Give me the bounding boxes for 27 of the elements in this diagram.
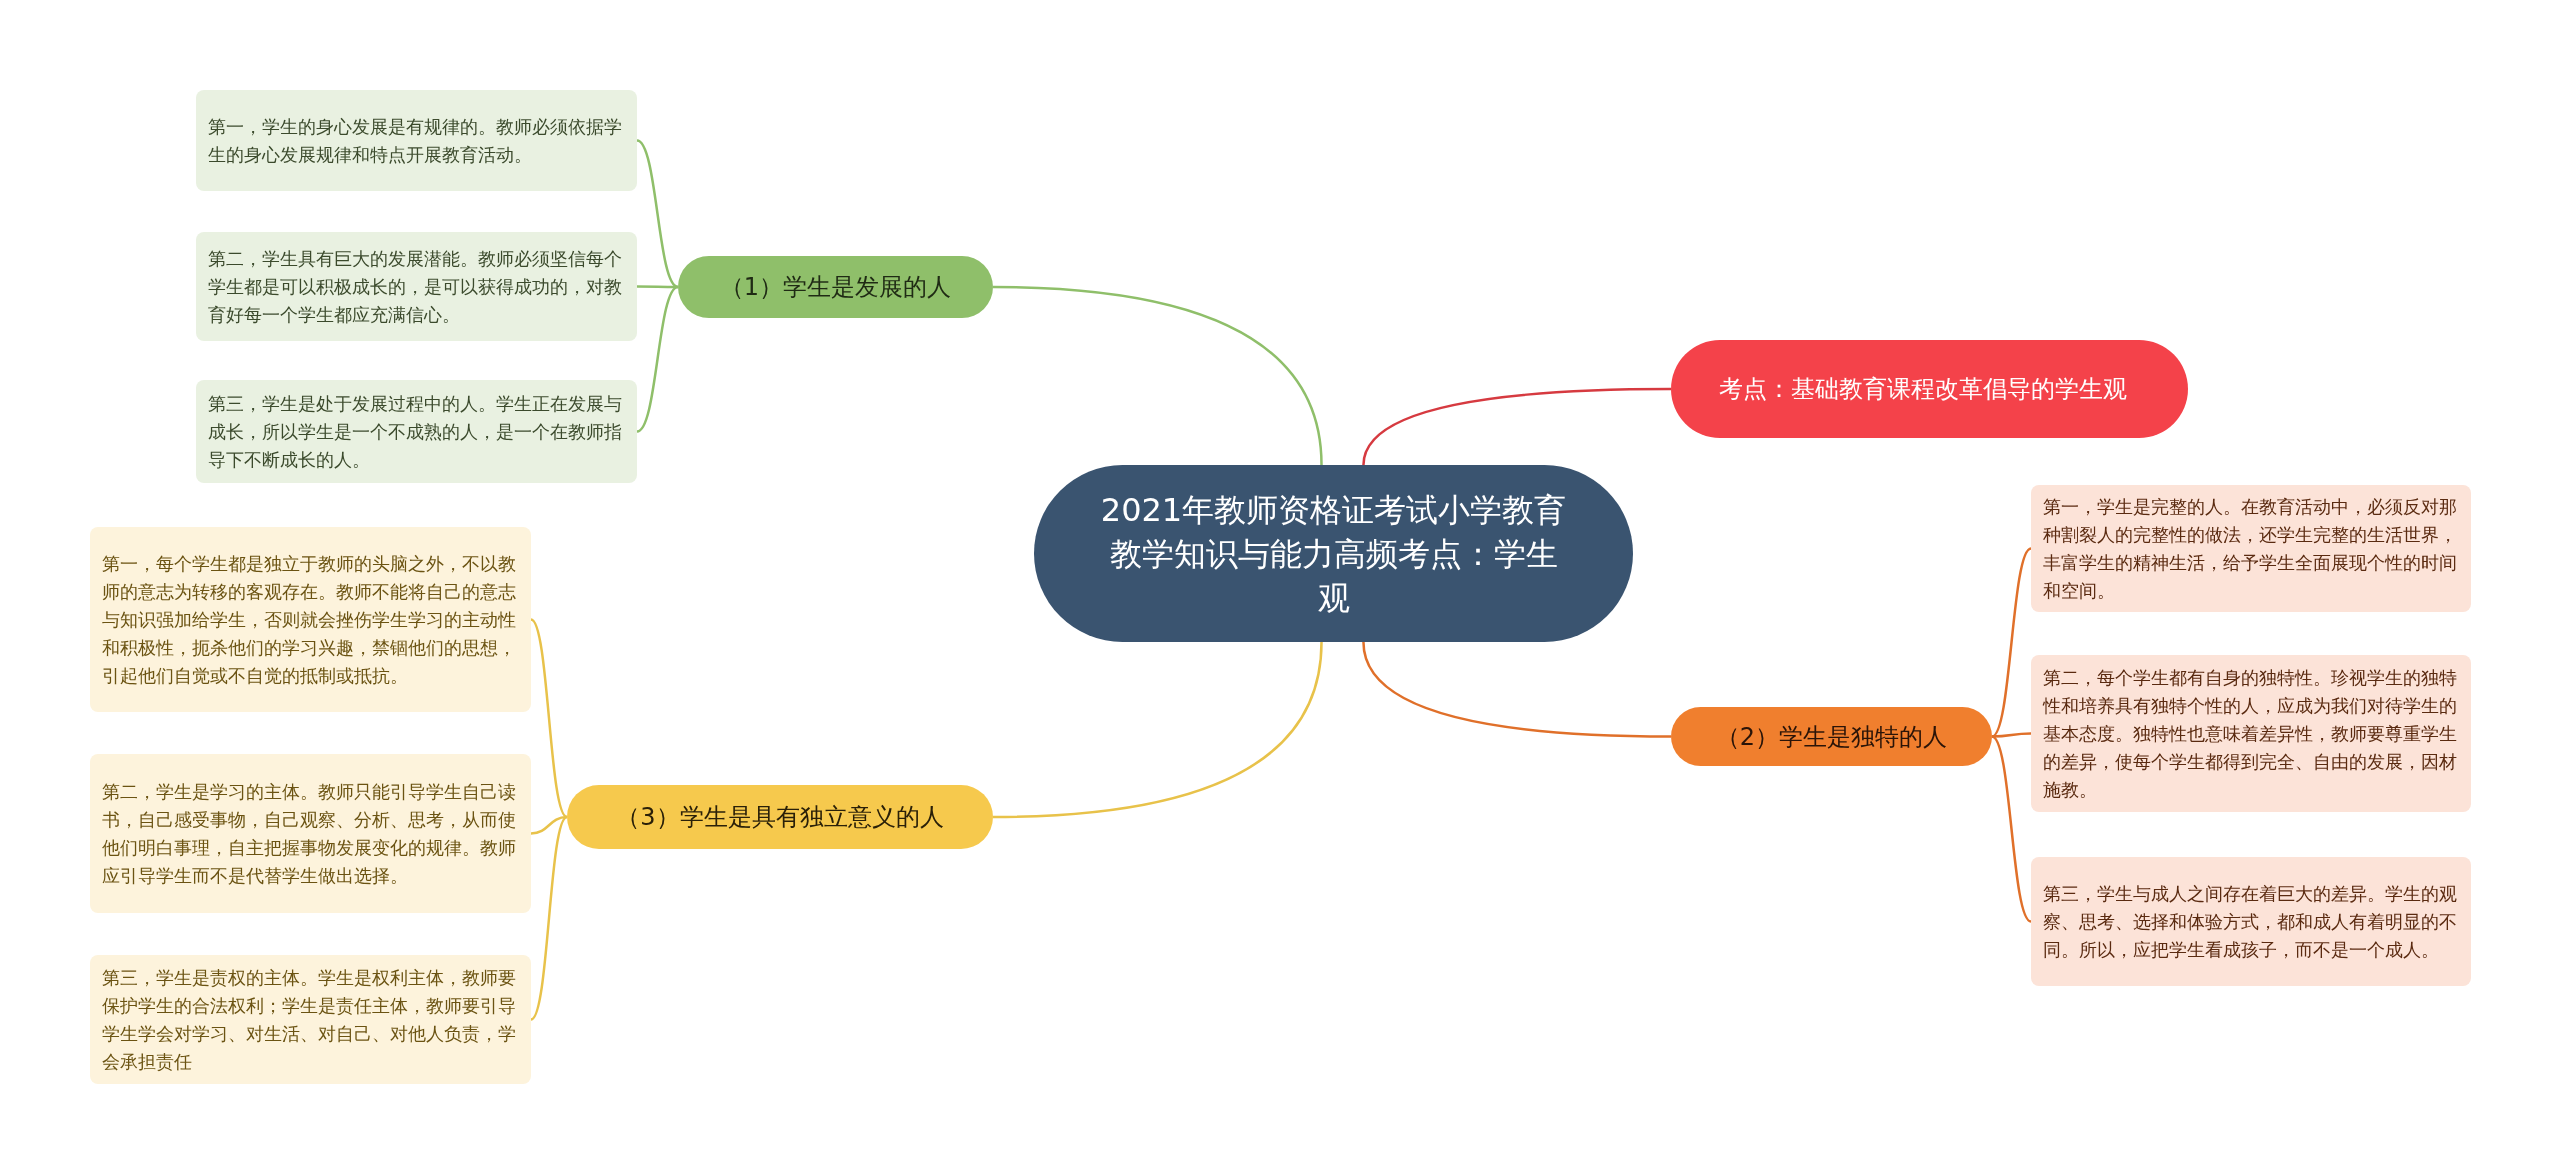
connector-line xyxy=(1362,641,1671,738)
note-card: 第三，学生是责权的主体。学生是权利主体，教师要保护学生的合法权利；学生是责任主体，教师要引导学生学会对学习、对生活、对自己、对他人负责，学会承担责任 xyxy=(90,955,531,1084)
connector-line xyxy=(530,618,568,818)
note-card: 第二，每个学生都有自身的独特性。珍视学生的独特性和培养具有独特个性的人，应成为我们对待学生的基本态度。独特性也意味着差异性，教师要尊重学生的差异，使每个学生都得到完全、自由的发展，因材施教。 xyxy=(2031,655,2471,812)
note-card: 第一，学生是完整的人。在教育活动中，必须反对那种割裂人的完整性的做法，还学生完整的生活世界，丰富学生的精神生活，给予学生全面展现个性的时间和空间。 xyxy=(2031,485,2471,612)
note-card: 第二，学生具有巨大的发展潜能。教师必须坚信每个学生都是可以积极成长的，是可以获得成功的，对教育好每一个学生都应充满信心。 xyxy=(196,232,637,341)
connector-line xyxy=(636,285,679,433)
connector-line xyxy=(992,641,1323,819)
branch-topic: （3）学生是具有独立意义的人 xyxy=(567,785,993,849)
connector-line xyxy=(530,816,568,1021)
note-card: 第三，学生是处于发展过程中的人。学生正在发展与成长，所以学生是一个不成熟的人，是一个在教师指导下不断成长的人。 xyxy=(196,380,637,483)
connector-line xyxy=(636,139,679,289)
connector-line xyxy=(1992,732,2031,738)
branch-topic: （2）学生是独特的人 xyxy=(1671,707,1992,766)
connector-line xyxy=(530,815,568,835)
connector-line xyxy=(1991,547,2032,738)
connector-line xyxy=(1362,387,1671,466)
branch-topic: （1）学生是发展的人 xyxy=(678,256,993,318)
note-card: 第一，学生的身心发展是有规律的。教师必须依据学生的身心发展规律和特点开展教育活动。 xyxy=(196,90,637,191)
connector-line xyxy=(637,285,678,289)
note-card: 第三，学生与成人之间存在着巨大的差异。学生的观察、思考、选择和体验方式，都和成人有着明显的不同。所以，应把学生看成孩子，而不是一个成人。 xyxy=(2031,857,2471,986)
note-card: 第一，每个学生都是独立于教师的头脑之外，不以教师的意志为转移的客观存在。教师不能将自己的意志与知识强加给学生，否则就会挫伤学生学习的主动性和积极性，扼杀他们的学习兴趣，禁锢他们的思想，引起他们自觉或不自觉的抵制或抵抗。 xyxy=(90,527,531,712)
branch-topic: 考点：基础教育课程改革倡导的学生观 xyxy=(1671,340,2188,438)
connector-line xyxy=(992,285,1323,466)
connector-line xyxy=(1991,735,2032,923)
note-card: 第二，学生是学习的主体。教师只能引导学生自己读书，自己感受事物，自己观察、分析、思考，从而使他们明白事理，自主把握事物发展变化的规律。教师应引导学生而不是代替学生做出选择。 xyxy=(90,754,531,913)
central-topic: 2021年教师资格证考试小学教育教学知识与能力高频考点：学生观 xyxy=(1034,465,1633,642)
